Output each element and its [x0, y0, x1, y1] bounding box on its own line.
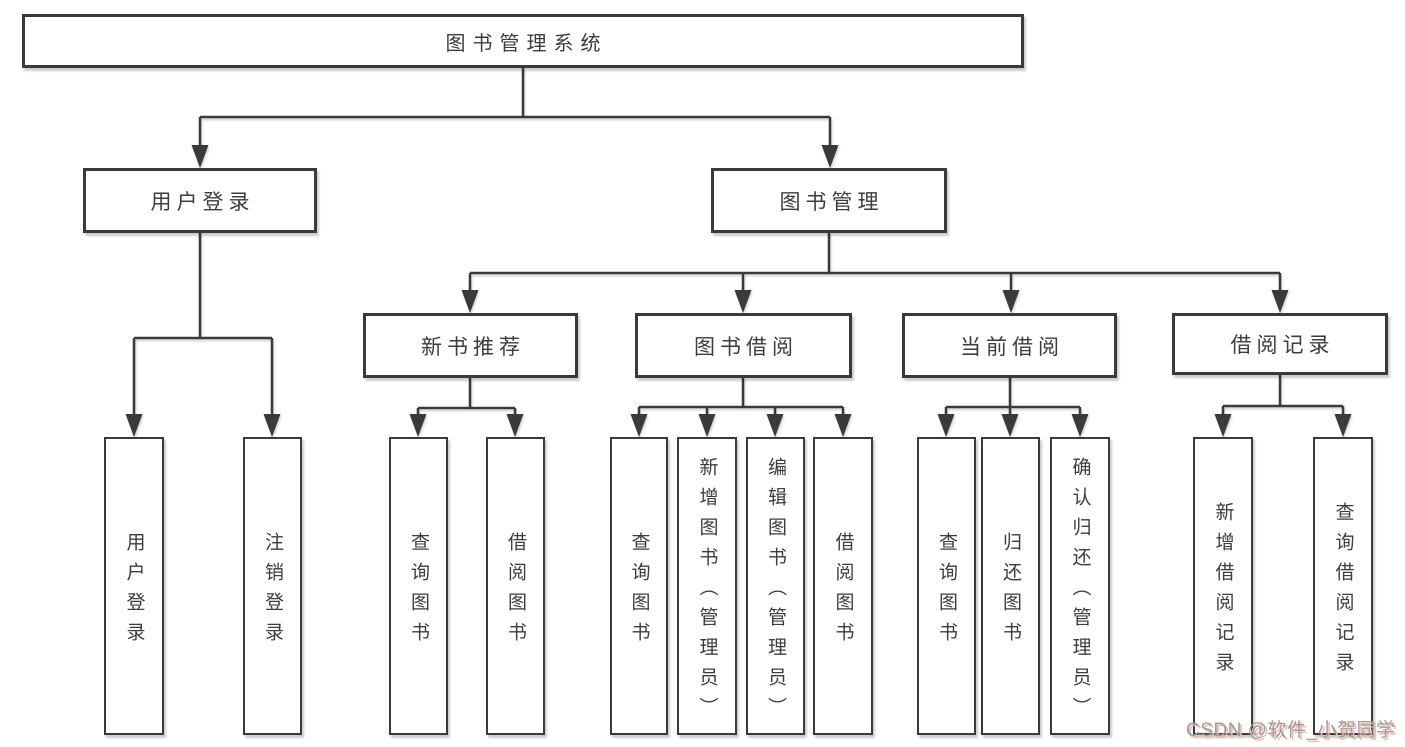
edge-userlogin-to-leaves: [132, 233, 274, 415]
node-label: 用户登录: [123, 531, 145, 652]
node-book-management: 图书管理: [711, 168, 947, 233]
leaf-query-books-borrowing: 查询图书: [610, 437, 668, 735]
arrowhead: [698, 414, 716, 437]
leaf-add-book-admin: 新增图书（管理员）: [677, 437, 737, 735]
arrowheads: [125, 145, 1352, 437]
arrowhead: [1001, 414, 1019, 437]
node-user-login: 用户登录: [83, 168, 317, 233]
node-new-book-recommendation: 新书推荐: [363, 313, 578, 378]
arrowhead: [821, 145, 839, 168]
leaf-query-books-recommend: 查询图书: [389, 437, 448, 735]
leaf-confirm-return-admin: 确认归还（管理员）: [1050, 437, 1110, 735]
arrowhead: [1271, 290, 1289, 313]
watermark: CSDN @软件_小贺同学: [1186, 720, 1396, 741]
node-label: 新增借阅记录: [1212, 501, 1234, 682]
edge-bookmgmt-to-level3: [468, 233, 1282, 291]
node-label: 查询图书: [936, 531, 957, 652]
node-label: 图书管理: [779, 190, 884, 214]
leaf-return-book: 归还图书: [981, 437, 1040, 735]
arrowhead: [506, 414, 524, 437]
arrowhead: [1334, 414, 1352, 437]
node-label: 查询图书: [628, 531, 650, 652]
arrowhead: [263, 414, 281, 437]
arrowhead: [191, 145, 209, 168]
node-label: 注销登录: [262, 531, 283, 652]
node-label: 借阅图书: [505, 531, 526, 652]
edge-current-to-leaves: [944, 378, 1082, 415]
node-label: 图书借阅: [694, 335, 798, 359]
arrowhead: [937, 414, 955, 437]
edge-root-to-level2: [198, 68, 832, 146]
node-label: 新书推荐: [421, 335, 525, 359]
node-current-borrowing: 当前借阅: [902, 313, 1117, 378]
node-label: 查询图书: [408, 531, 429, 652]
arrowhead: [766, 414, 784, 437]
arrowhead: [630, 414, 648, 437]
leaf-edit-book-admin: 编辑图书（管理员）: [746, 437, 805, 735]
leaf-logout: 注销登录: [243, 437, 302, 735]
edge-borrowing-to-leaves: [637, 378, 845, 415]
node-label: 借阅记录: [1230, 334, 1335, 357]
leaf-user-login: 用户登录: [104, 437, 164, 735]
leaf-query-borrow-record: 查询借阅记录: [1313, 437, 1373, 735]
arrowhead: [461, 290, 479, 313]
node-label: 归还图书: [1000, 531, 1021, 652]
node-label: 查询借阅记录: [1332, 501, 1354, 682]
leaf-borrow-books-borrowing: 借阅图书: [813, 437, 873, 735]
arrowhead: [409, 414, 427, 437]
arrowhead: [834, 414, 852, 437]
arrowhead: [1071, 414, 1089, 437]
node-book-borrowing: 图书借阅: [635, 313, 852, 378]
node-label: 图书管理系统: [445, 32, 608, 55]
node-label: 当前借阅: [960, 335, 1064, 359]
node-label: 编辑图书（管理员）: [765, 456, 786, 727]
edge-records-to-leaves: [1221, 375, 1345, 415]
leaf-borrow-books-recommend: 借阅图书: [486, 437, 545, 735]
arrowhead: [1002, 290, 1020, 313]
arrowhead: [125, 414, 143, 437]
node-label: 新增图书（管理员）: [696, 456, 718, 727]
arrowhead: [1214, 414, 1232, 437]
leaf-add-borrow-record: 新增借阅记录: [1193, 437, 1253, 735]
leaf-query-books-current: 查询图书: [917, 437, 976, 735]
node-book-management-system: 图书管理系统: [22, 14, 1024, 68]
node-label: 用户登录: [150, 190, 255, 214]
edge-newbook-to-leaves: [416, 378, 517, 415]
node-label: 借阅图书: [832, 531, 854, 652]
node-label: 确认归还（管理员）: [1069, 456, 1091, 727]
arrowhead: [734, 290, 752, 313]
node-borrowing-records: 借阅记录: [1172, 313, 1388, 375]
